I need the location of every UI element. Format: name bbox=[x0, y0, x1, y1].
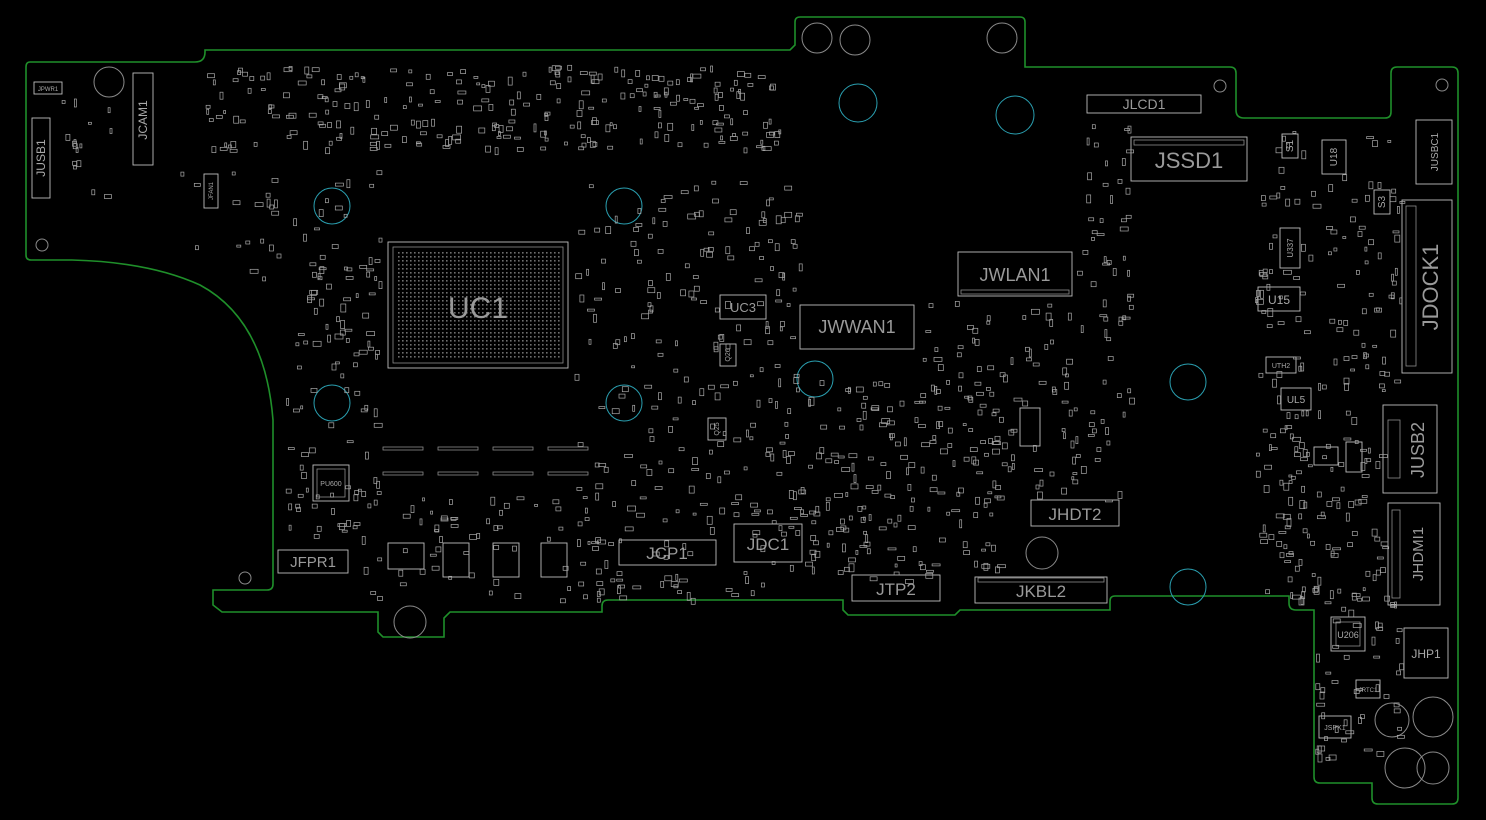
jlcd1-label: JLCD1 bbox=[1123, 96, 1166, 112]
jtp2-connector[interactable]: JTP2 bbox=[851, 574, 941, 602]
jwwan1-label: JWWAN1 bbox=[818, 317, 895, 337]
pu600-label: PU600 bbox=[320, 481, 342, 488]
u18-chip[interactable]: U18 bbox=[1321, 139, 1347, 175]
mounting-hole bbox=[1025, 536, 1059, 570]
jlcd1-connector[interactable]: JLCD1 bbox=[1086, 94, 1202, 114]
jusbc1-connector[interactable]: JUSBC1 bbox=[1415, 119, 1453, 185]
jhdmi1-connector[interactable]: JHDMI1 bbox=[1387, 502, 1441, 606]
uth2-label: UTH2 bbox=[1272, 363, 1290, 370]
mounting-hole bbox=[801, 22, 833, 54]
mounting-hole bbox=[838, 83, 878, 123]
q26-label: Q26 bbox=[725, 348, 732, 361]
uc1-cpu-package[interactable]: UC1 bbox=[387, 241, 569, 369]
jhdmi1-label: JHDMI1 bbox=[1410, 527, 1427, 581]
u206-label: U206 bbox=[1337, 630, 1359, 640]
jfan1-label: JFAN1 bbox=[209, 181, 215, 200]
jcp1-connector[interactable]: JCP1 bbox=[618, 539, 717, 566]
mounting-hole bbox=[986, 22, 1018, 54]
ul5-chip[interactable]: UL5 bbox=[1280, 387, 1312, 411]
mounting-hole bbox=[1169, 568, 1207, 606]
jkbl2-connector[interactable]: JKBL2 bbox=[974, 576, 1108, 604]
mounting-hole bbox=[313, 187, 351, 225]
jhdt2-connector[interactable]: JHDT2 bbox=[1030, 499, 1120, 527]
jcam1-label: JCAM1 bbox=[136, 100, 150, 140]
q25-transistor[interactable]: Q25 bbox=[707, 417, 727, 441]
jdock1-label: JDOCK1 bbox=[1418, 244, 1443, 331]
jcam1-connector[interactable]: JCAM1 bbox=[132, 72, 154, 166]
jhp1-connector[interactable]: JHP1 bbox=[1403, 627, 1449, 679]
decoupling-rows bbox=[382, 446, 589, 476]
s3-switch[interactable]: S3 bbox=[1373, 189, 1391, 215]
jpwr1-connector[interactable]: JPWR1 bbox=[33, 81, 63, 95]
jfpr1-label: JFPR1 bbox=[290, 554, 336, 571]
jfpr1-connector[interactable]: JFPR1 bbox=[277, 549, 349, 574]
jrtc1-label: JRTC1 bbox=[1359, 688, 1378, 694]
jusb1-connector[interactable]: JUSB1 bbox=[31, 117, 51, 199]
uc3-chip[interactable]: UC3 bbox=[719, 294, 767, 320]
jhdt2-label: JHDT2 bbox=[1049, 505, 1102, 524]
mounting-hole bbox=[796, 360, 834, 398]
q25-label: Q25 bbox=[714, 422, 721, 435]
u18-label: U18 bbox=[1329, 147, 1340, 166]
smd-components bbox=[61, 64, 1406, 763]
jkbl2-label: JKBL2 bbox=[1016, 582, 1066, 601]
jusb2-label: JUSB2 bbox=[1408, 422, 1428, 478]
pu600-chip[interactable]: PU600 bbox=[312, 464, 350, 502]
mounting-hole bbox=[1384, 747, 1426, 789]
uc1-label: UC1 bbox=[448, 292, 508, 325]
board-outline bbox=[25, 16, 1459, 805]
q26-transistor[interactable]: Q26 bbox=[719, 343, 737, 367]
mounting-hole bbox=[839, 24, 871, 56]
mounting-hole bbox=[393, 605, 427, 639]
mounting-holes bbox=[35, 22, 1454, 789]
jhp1-label: JHP1 bbox=[1411, 647, 1441, 661]
mounting-hole bbox=[1416, 751, 1450, 785]
mounting-hole bbox=[1412, 696, 1454, 738]
mounting-hole bbox=[1435, 78, 1449, 92]
uc1-bga-grid bbox=[398, 252, 560, 358]
jtp2-label: JTP2 bbox=[876, 580, 916, 599]
u337-label: U337 bbox=[1286, 238, 1295, 258]
jpwr1-label: JPWR1 bbox=[38, 87, 59, 93]
uc3-label: UC3 bbox=[730, 300, 756, 315]
jusbc1-label: JUSBC1 bbox=[1430, 132, 1441, 171]
jssd1-label: JSSD1 bbox=[1155, 148, 1223, 173]
mounting-hole bbox=[93, 66, 125, 98]
power-inductors bbox=[387, 407, 1363, 578]
mounting-hole bbox=[238, 571, 252, 585]
jssd1-connector[interactable]: JSSD1 bbox=[1130, 136, 1248, 182]
mounting-hole bbox=[605, 384, 643, 422]
jwwan1-connector[interactable]: JWWAN1 bbox=[799, 304, 915, 350]
s3-label: S3 bbox=[1377, 195, 1388, 208]
jcp1-label: JCP1 bbox=[646, 544, 688, 563]
s1-label: S1 bbox=[1285, 139, 1296, 152]
jdc1-connector[interactable]: JDC1 bbox=[733, 523, 803, 563]
jwlan1-label: JWLAN1 bbox=[979, 265, 1050, 285]
mounting-hole bbox=[1169, 363, 1207, 401]
jusb1-label: JUSB1 bbox=[34, 139, 48, 177]
jdc1-label: JDC1 bbox=[747, 535, 790, 554]
jfan1-connector[interactable]: JFAN1 bbox=[203, 173, 219, 209]
u206-chip[interactable]: U206 bbox=[1330, 616, 1366, 652]
ul5-label: UL5 bbox=[1287, 395, 1306, 406]
uth2-chip[interactable]: UTH2 bbox=[1265, 356, 1297, 374]
mounting-hole bbox=[35, 238, 49, 252]
jusb2-connector[interactable]: JUSB2 bbox=[1382, 404, 1438, 494]
jrtc1-connector[interactable]: JRTC1 bbox=[1355, 679, 1381, 699]
mounting-hole bbox=[1213, 79, 1227, 93]
s1-switch[interactable]: S1 bbox=[1281, 133, 1299, 159]
mounting-hole bbox=[1374, 702, 1410, 738]
mounting-hole bbox=[605, 187, 643, 225]
mounting-hole bbox=[995, 95, 1035, 135]
jdock1-connector[interactable]: JDOCK1 bbox=[1401, 199, 1453, 374]
u337-chip[interactable]: U337 bbox=[1279, 227, 1301, 269]
u15-label: U15 bbox=[1268, 293, 1290, 307]
mounting-hole bbox=[313, 384, 351, 422]
jwlan1-connector[interactable]: JWLAN1 bbox=[957, 251, 1073, 297]
